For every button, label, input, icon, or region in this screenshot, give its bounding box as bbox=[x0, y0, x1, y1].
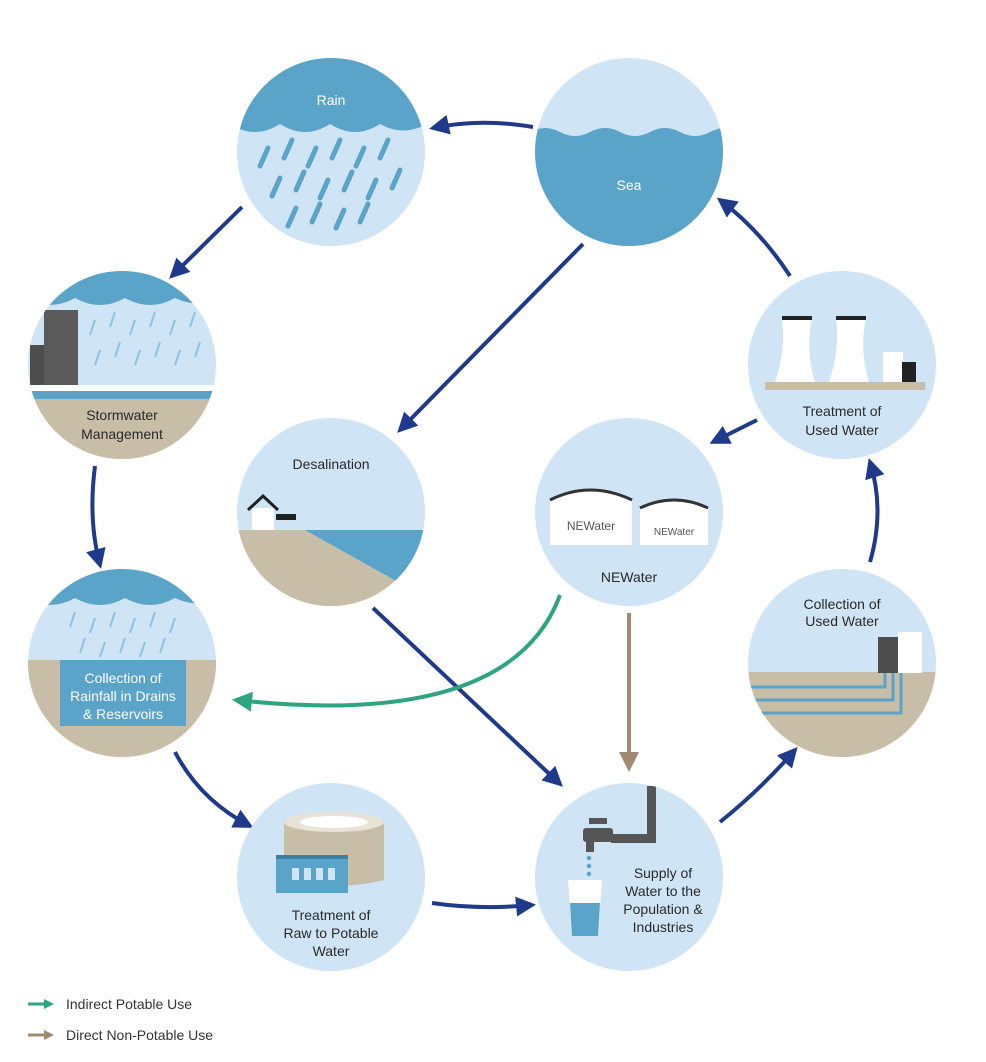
node-rain: Rain bbox=[237, 58, 425, 246]
node-desalination: Desalination bbox=[237, 418, 425, 606]
newater-sign-2: NEWater bbox=[654, 527, 695, 538]
node-treatment-raw-water: Treatment of Raw to Potable Water bbox=[237, 783, 425, 971]
rain-drops bbox=[257, 137, 403, 231]
label-collection-rain-2: Rainfall in Drains bbox=[70, 688, 176, 704]
legend-indirect-label: Indirect Potable Use bbox=[66, 996, 193, 1012]
arrow-rain-to-stormwater bbox=[169, 205, 244, 279]
label-supply-2: Water to the bbox=[625, 883, 701, 899]
arrow-supply-to-collection-used bbox=[718, 746, 798, 824]
label-collection-used-1: Collection of bbox=[803, 596, 880, 612]
label-collection-used-2: Used Water bbox=[805, 613, 879, 629]
label-collection-rain-3: & Reservoirs bbox=[83, 706, 163, 722]
node-treatment-used-water: Treatment of Used Water bbox=[748, 271, 936, 459]
arrow-treatment-to-newater bbox=[709, 418, 758, 444]
newater-sign-1: NEWater bbox=[567, 519, 615, 533]
label-collection-rain-1: Collection of bbox=[84, 670, 161, 686]
node-collection-rainfall: Collection of Rainfall in Drains & Reser… bbox=[28, 569, 216, 757]
label-newater: NEWater bbox=[601, 569, 658, 585]
legend-direct-nonpotable: Direct Non-Potable Use bbox=[26, 1027, 213, 1043]
legend-direct-label: Direct Non-Potable Use bbox=[66, 1027, 214, 1043]
legend-green-arrow-icon bbox=[28, 999, 54, 1009]
arrow-sea-to-desalination bbox=[397, 242, 585, 433]
label-rain: Rain bbox=[317, 92, 346, 108]
arrow-sea-to-rain bbox=[429, 114, 534, 135]
arrow-treatment-raw-to-supply bbox=[431, 896, 536, 917]
arrow-stormwater-to-collection bbox=[86, 465, 106, 569]
node-collection-used-water: Collection of Used Water bbox=[748, 569, 936, 757]
flow-arrows bbox=[86, 114, 885, 917]
legend-brown-arrow-icon bbox=[28, 1030, 54, 1040]
label-desalination: Desalination bbox=[292, 456, 369, 472]
node-newater: NEWater NEWater NEWater bbox=[535, 418, 723, 606]
legend-indirect-potable: Indirect Potable Use bbox=[26, 996, 192, 1012]
label-treatment-used-1: Treatment of bbox=[803, 403, 882, 419]
label-treatment-used-2: Used Water bbox=[805, 422, 879, 438]
node-sea: Sea bbox=[535, 58, 723, 246]
label-supply-4: Industries bbox=[633, 919, 694, 935]
node-stormwater: Stormwater Management bbox=[28, 271, 216, 459]
label-supply-3: Population & bbox=[623, 901, 703, 917]
label-sea: Sea bbox=[617, 177, 642, 193]
arrow-collection-used-to-treatment bbox=[865, 458, 885, 563]
label-treatment-raw-1: Treatment of bbox=[292, 907, 371, 923]
node-supply: Supply of Water to the Population & Indu… bbox=[535, 783, 723, 971]
label-stormwater-2: Management bbox=[81, 426, 163, 442]
arrow-newater-indirect-potable bbox=[232, 594, 562, 712]
label-treatment-raw-3: Water bbox=[313, 943, 350, 959]
arrow-collection-to-treatment-raw bbox=[173, 751, 254, 828]
label-supply-1: Supply of bbox=[634, 865, 692, 881]
arrow-desalination-to-supply bbox=[371, 606, 563, 787]
label-stormwater-1: Stormwater bbox=[86, 407, 158, 423]
arrow-treatment-to-sea bbox=[716, 197, 792, 278]
label-treatment-raw-2: Raw to Potable bbox=[284, 925, 379, 941]
